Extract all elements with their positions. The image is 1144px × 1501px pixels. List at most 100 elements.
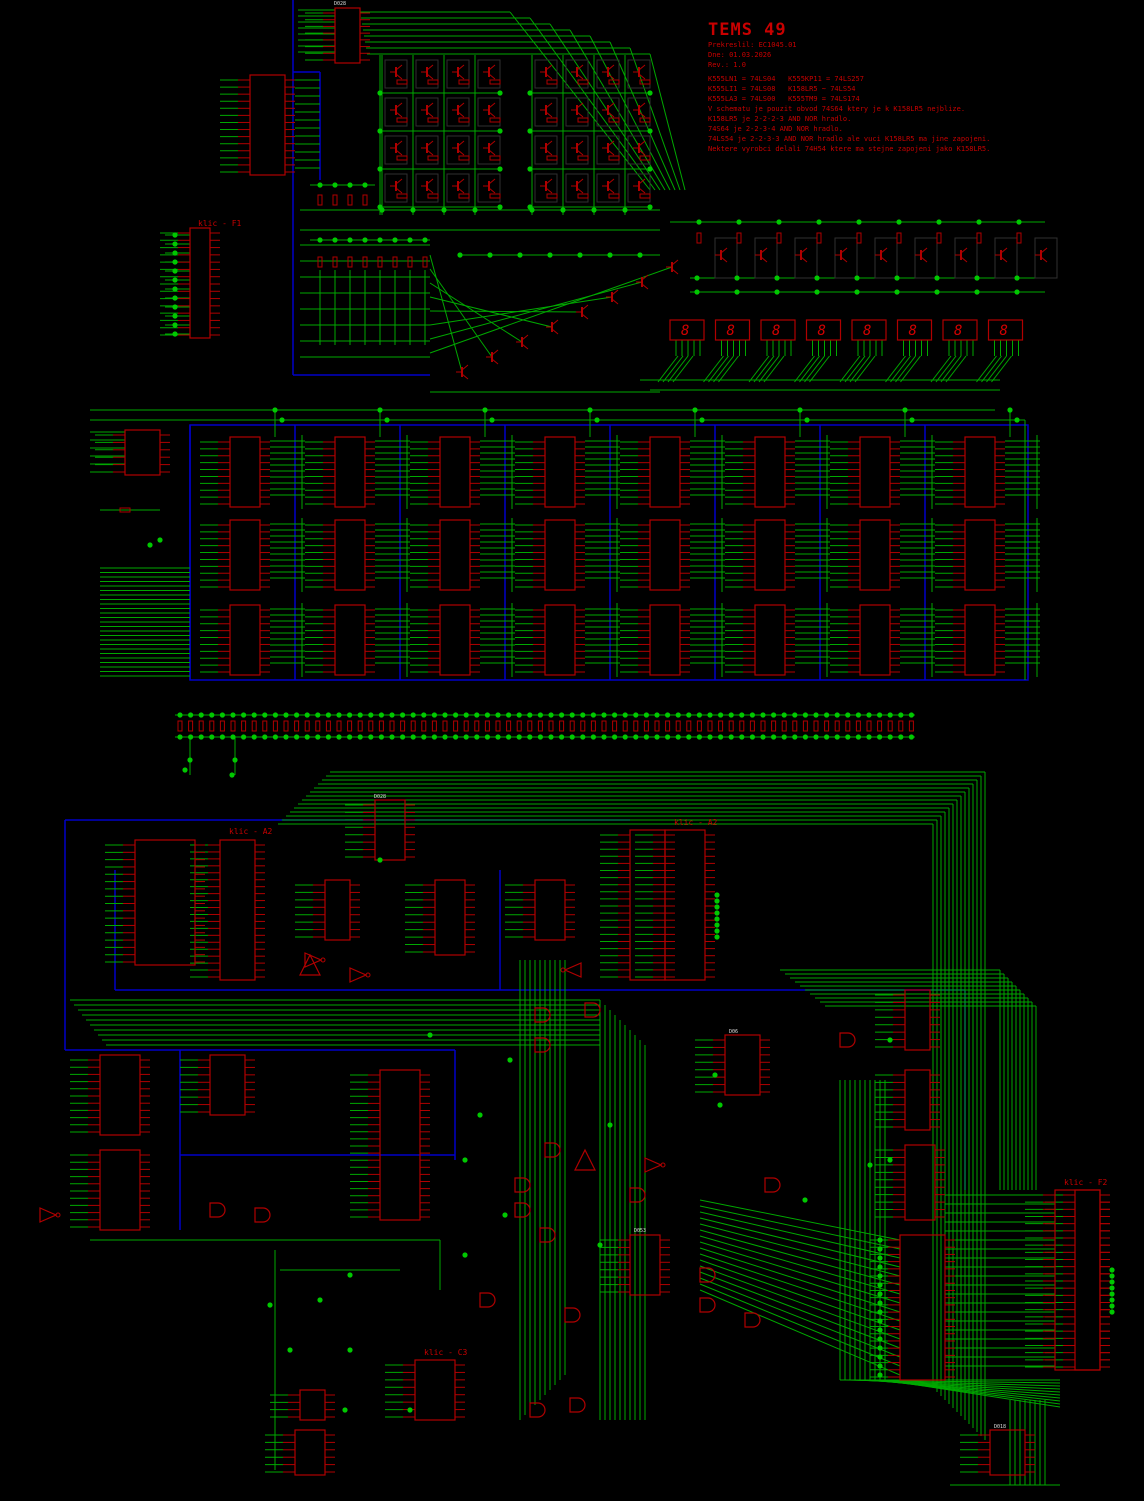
ic-chip xyxy=(434,879,466,956)
junction-dot xyxy=(368,712,374,718)
transistor-lead xyxy=(576,111,584,118)
connector-label-f2: klic - F2 xyxy=(1064,1178,1108,1187)
seven-segment-display xyxy=(942,319,978,341)
cell xyxy=(477,97,501,127)
resistor xyxy=(315,720,321,732)
junction-dot xyxy=(357,734,363,740)
wire xyxy=(699,1217,901,1268)
resistor xyxy=(816,232,822,244)
segment-wire xyxy=(981,355,1002,383)
junction-dot xyxy=(622,207,628,213)
resistor xyxy=(686,720,692,732)
resistor xyxy=(936,232,942,244)
junction-dot xyxy=(816,219,822,225)
junction-dot xyxy=(866,734,872,740)
resistor xyxy=(633,720,639,732)
wire xyxy=(699,1205,901,1250)
junction-dot xyxy=(934,275,940,281)
cell xyxy=(627,59,651,89)
resistor xyxy=(976,232,982,244)
transistor-lead xyxy=(576,140,584,147)
ic-chip xyxy=(334,604,366,676)
cell xyxy=(415,173,439,203)
transistor-lead xyxy=(760,247,768,254)
resistor xyxy=(458,79,470,85)
resistor xyxy=(718,720,724,732)
junction-dot xyxy=(407,237,413,243)
junction-dot xyxy=(315,734,321,740)
and-gate xyxy=(514,1202,531,1218)
ic-chip xyxy=(439,436,471,508)
gate-bubble xyxy=(560,967,566,973)
connector-label-a2-right: klic - A2 xyxy=(674,818,718,827)
junction-dot xyxy=(866,712,872,718)
junction-dot xyxy=(877,712,883,718)
segment-wire xyxy=(708,355,729,383)
junction-dot xyxy=(867,1162,873,1168)
ic-chip xyxy=(249,74,286,176)
junction-dot xyxy=(643,712,650,718)
transistor-lead xyxy=(638,140,646,147)
cell xyxy=(754,237,778,279)
junction-dot xyxy=(637,252,643,258)
junction-dot xyxy=(442,734,448,740)
junction-dot xyxy=(431,712,437,718)
junction-dot xyxy=(187,757,193,763)
cell xyxy=(596,97,620,127)
wire xyxy=(529,17,656,191)
junction-dot xyxy=(267,1302,273,1308)
resistor xyxy=(559,720,565,732)
junction-dot xyxy=(377,166,383,172)
junction-dot xyxy=(813,712,819,718)
junction-dot xyxy=(696,219,702,225)
wire xyxy=(589,35,671,191)
wire xyxy=(699,1229,901,1286)
junction-dot xyxy=(347,712,353,718)
resistor xyxy=(569,720,575,732)
resistor xyxy=(548,720,554,732)
resistor xyxy=(188,720,194,732)
cell xyxy=(534,173,558,203)
junction-dot xyxy=(516,712,522,718)
cell xyxy=(384,135,408,165)
junction-dot xyxy=(506,712,512,718)
ic-chip xyxy=(904,989,931,1051)
resistor xyxy=(612,720,618,732)
segment-wire xyxy=(991,355,1012,383)
junction-dot xyxy=(332,182,338,188)
junction-layer xyxy=(147,90,1115,1413)
junction-dot xyxy=(714,916,720,922)
connector-label-c3: klic - C3 xyxy=(424,1348,468,1357)
transistor-lead xyxy=(638,149,646,156)
transistor-lead xyxy=(611,289,619,296)
junction-dot xyxy=(172,277,178,283)
resistor xyxy=(317,256,323,268)
resistor xyxy=(427,79,439,85)
resistor xyxy=(696,720,702,732)
junction-dot xyxy=(1014,275,1020,281)
junction-dot xyxy=(877,1354,883,1360)
junction-dot xyxy=(1109,1267,1115,1273)
transistor-lead xyxy=(488,73,496,80)
junction-dot xyxy=(569,734,575,740)
junction-dot xyxy=(484,734,490,740)
segment-wire xyxy=(667,355,689,383)
transistor-lead xyxy=(488,111,496,118)
and-gate xyxy=(699,1297,716,1313)
resistor xyxy=(119,507,131,513)
cell xyxy=(596,135,620,165)
transistor-lead xyxy=(545,64,553,71)
resistor xyxy=(427,117,439,123)
junction-dot xyxy=(230,712,236,718)
junction-dot xyxy=(1109,1297,1115,1303)
resistor xyxy=(622,720,628,732)
segment-wire xyxy=(839,355,861,383)
digit-8: 8 xyxy=(954,323,962,339)
transistor-lead xyxy=(576,178,584,185)
junction-dot xyxy=(854,275,860,281)
seven-segment-display xyxy=(851,319,887,341)
junction-dot xyxy=(147,542,153,548)
junction-dot xyxy=(172,295,178,301)
junction-dot xyxy=(877,1273,883,1279)
junction-dot xyxy=(392,237,398,243)
